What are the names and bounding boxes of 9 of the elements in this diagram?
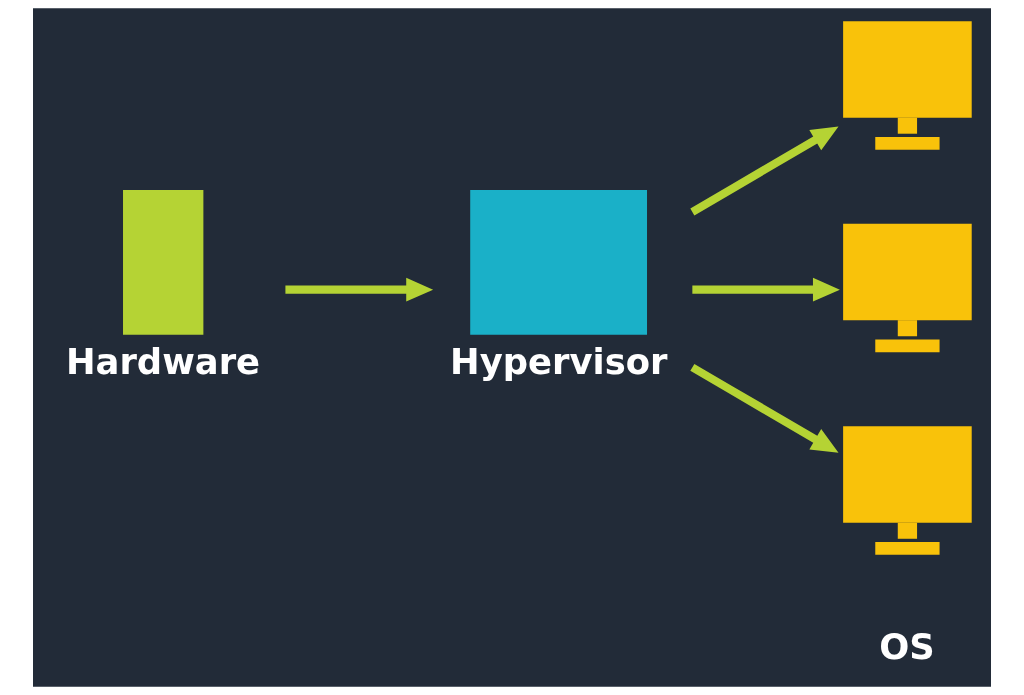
label: OS <box>879 625 935 667</box>
arrow <box>692 277 840 302</box>
node-box <box>470 190 647 335</box>
node-label: Hardware <box>65 341 261 383</box>
arrow <box>690 126 839 216</box>
node-box <box>123 190 204 335</box>
arrow <box>690 363 839 453</box>
node-label: Hypervisor <box>450 341 668 383</box>
arrow <box>285 277 434 302</box>
